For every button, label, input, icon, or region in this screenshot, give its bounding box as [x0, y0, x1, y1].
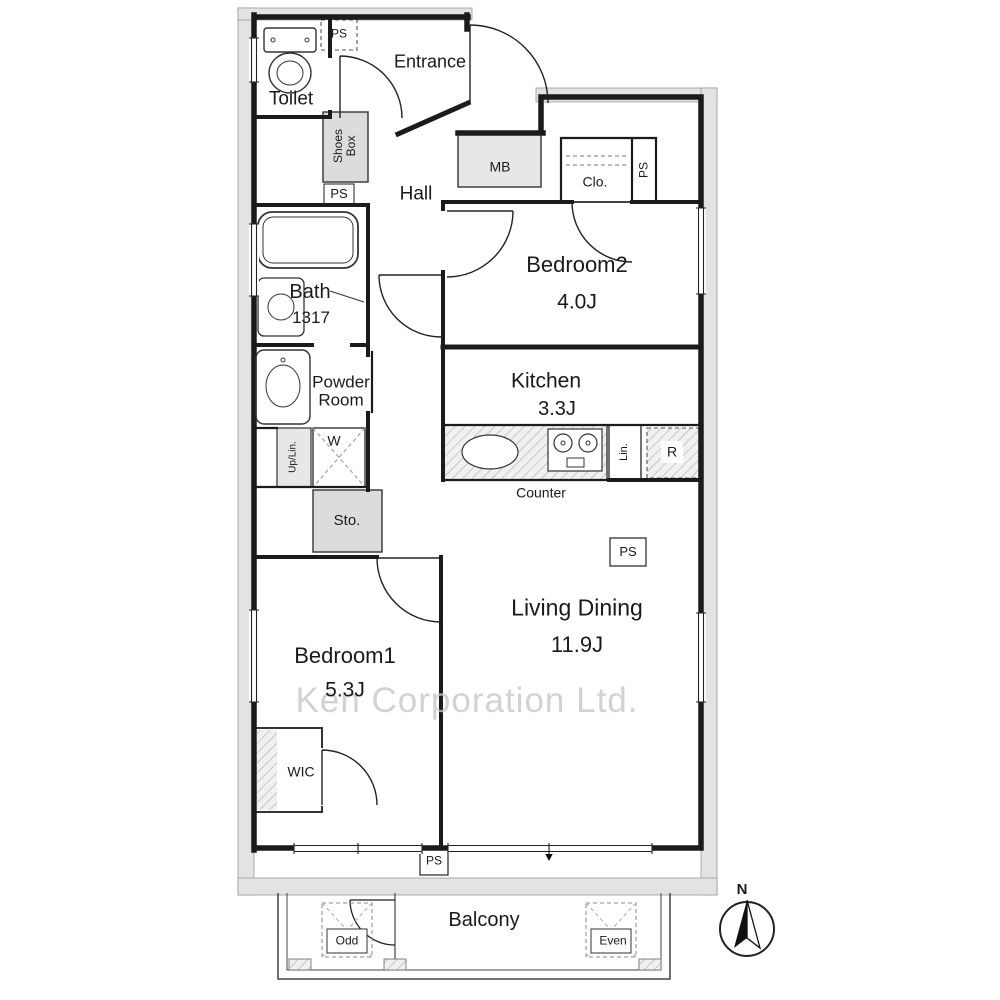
shoes-box-label-line2: Box — [344, 135, 358, 157]
door-arc — [446, 210, 514, 278]
closet-label: Clo. — [582, 173, 608, 190]
window — [249, 223, 259, 297]
storage-label: Sto. — [333, 511, 361, 529]
windows — [249, 37, 706, 854]
door-arc — [469, 24, 549, 104]
storage-box — [312, 489, 383, 553]
sink-icon — [255, 349, 311, 425]
shoes-box-label: Shoes Box — [331, 128, 358, 164]
window — [447, 843, 653, 854]
walls — [251, 12, 704, 853]
room-label-toilet: Toilet — [268, 88, 314, 110]
room-label-balcony: Balcony — [448, 909, 520, 932]
odd-label: Odd — [335, 933, 359, 948]
shoes-box — [322, 111, 369, 183]
door-arc — [339, 55, 403, 119]
ps-label: PS — [330, 185, 348, 201]
room-label-hall: Hall — [399, 183, 433, 205]
room-label-living-dining: Living Dining — [511, 594, 643, 621]
pipe-space-box — [320, 19, 358, 51]
up-linen-label: Up/Lin. — [287, 441, 299, 473]
even-label: Even — [599, 933, 627, 948]
bath-leader-line — [329, 290, 365, 303]
compass-icon — [719, 899, 775, 957]
odd-water-spigot — [321, 902, 373, 958]
watermark: Ken Corporation Ltd. — [295, 681, 639, 721]
door-arc — [378, 274, 442, 338]
door-arc — [571, 201, 633, 263]
kitchen-sink-icon — [461, 434, 519, 470]
window — [249, 609, 259, 703]
room-label-powder-room: Powder Room — [312, 372, 370, 411]
washer-label: W — [327, 432, 341, 449]
toilet-icon — [263, 27, 317, 94]
room-label-bath: Bath — [289, 281, 331, 304]
service-areas — [254, 19, 700, 876]
window — [293, 843, 423, 854]
window — [249, 37, 259, 83]
closet-box — [560, 137, 633, 203]
shoes-box-label-line1: Shoes — [331, 128, 346, 164]
door-arc — [321, 749, 378, 806]
meter-box — [457, 132, 542, 188]
wic-label: WIC — [287, 763, 315, 780]
ps-label: PS — [619, 543, 637, 559]
mb-label: MB — [489, 158, 511, 175]
ps-label: PS — [636, 161, 651, 179]
room-label-kitchen: Kitchen — [510, 369, 582, 393]
refrigerator-label: R — [666, 443, 678, 460]
balcony — [277, 893, 671, 980]
pipe-space-box — [609, 537, 647, 567]
bath-counter-icon — [257, 277, 305, 337]
room-size-kitchen: 3.3J — [538, 398, 576, 421]
room-size-bedroom2: 4.0J — [557, 290, 597, 314]
doors — [321, 24, 633, 806]
room-label-bedroom2: Bedroom2 — [526, 252, 628, 278]
room-size-living-dining: 11.9J — [550, 632, 604, 658]
stove-icon — [547, 428, 603, 472]
compass-north-label: N — [736, 880, 748, 898]
room-size-bedroom1: 5.3J — [325, 678, 365, 702]
window — [696, 612, 706, 703]
room-label-entrance: Entrance — [393, 51, 467, 72]
powder-room-line2: Room — [318, 391, 364, 410]
window — [696, 207, 706, 295]
counter-label: Counter — [516, 484, 566, 501]
room-size-bath: 1317 — [292, 307, 330, 327]
even-water-spigot — [585, 902, 637, 958]
bathtub-icon — [257, 211, 359, 269]
ps-label: PS — [330, 26, 348, 41]
ps-label: PS — [425, 853, 443, 868]
room-label-bedroom1: Bedroom1 — [294, 643, 396, 669]
linen-label: Lin. — [618, 443, 631, 461]
door-arc — [376, 557, 442, 623]
powder-room-line1: Powder — [312, 372, 370, 392]
